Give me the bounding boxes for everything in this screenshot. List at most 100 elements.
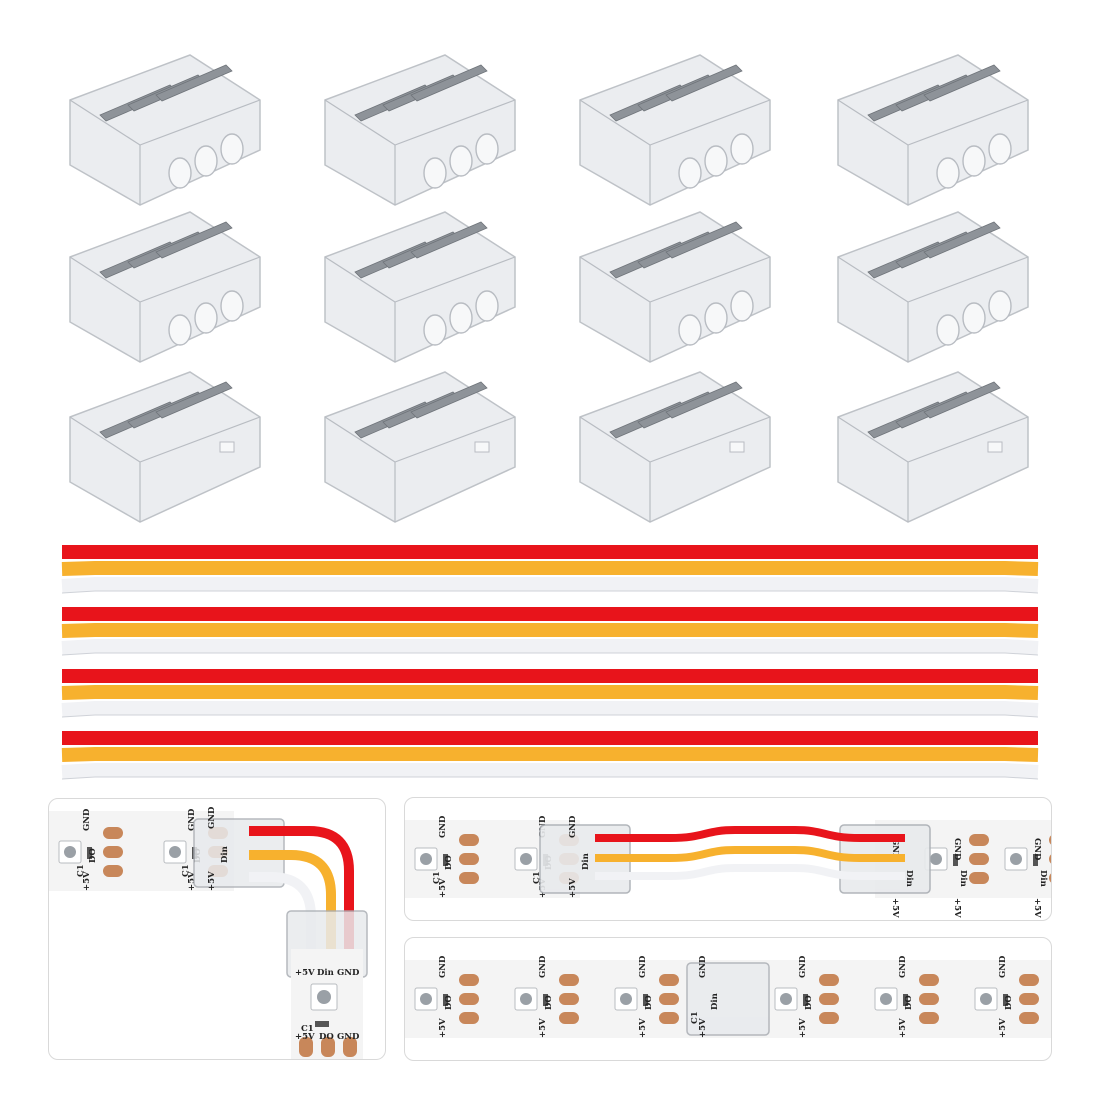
label-c1: C1 [432, 871, 442, 884]
ribbon-cable [61, 731, 1039, 780]
label-5v: +5V [82, 871, 92, 891]
straight-scene: GND+5VDOGND+5VDOGND+5VDOGND+5VDOGND+5VDO… [405, 955, 1051, 1038]
label-din: Din [581, 853, 591, 870]
capacitor [643, 994, 648, 1006]
led-lens [317, 990, 331, 1004]
capacitor [443, 854, 448, 866]
solder-pad [1019, 993, 1039, 1005]
connector-body [324, 211, 516, 363]
label-5v: +5V [207, 871, 217, 891]
connector-body [579, 371, 771, 523]
connector-cable-hole [730, 133, 754, 165]
label-do: DO [904, 995, 914, 1010]
cable-wire-edge [61, 590, 1039, 594]
connector-latch [729, 441, 745, 453]
connector-latch [987, 441, 1003, 453]
cable-wire [61, 639, 1039, 655]
connector-pin [665, 381, 743, 419]
led-lens [169, 846, 181, 858]
label-gnd: GND [207, 806, 217, 829]
connector-clip [837, 211, 1029, 363]
cable-group-svg [61, 545, 1039, 780]
capacitor [87, 847, 92, 859]
connector-cable-hole [936, 314, 960, 346]
connector-body [69, 371, 261, 523]
label-din: Din [317, 968, 334, 978]
label-gnd: GND [952, 838, 962, 861]
label-gnd: GND [438, 815, 448, 838]
strip-pixel [874, 974, 939, 1024]
connector-cable-hole [194, 145, 218, 177]
connector-body [324, 54, 516, 206]
label-do: DO [319, 1032, 334, 1042]
led-lens [980, 993, 992, 1005]
connector-cable-hole [220, 290, 244, 322]
solder-pad [819, 1012, 839, 1024]
connector-pin [923, 221, 1001, 259]
connector-cable-hole [962, 145, 986, 177]
gap-jumper-scene: GND+5VDOC1GND+5VDOC1GND+5VDinGND+5VDinGN… [405, 815, 1051, 918]
label-gnd: GND [1032, 838, 1042, 861]
cable-wire-edge [61, 776, 1039, 780]
label-5v: +5V [998, 1018, 1008, 1038]
connector-cable-hole [962, 302, 986, 334]
connector-pin [923, 64, 1001, 102]
connector-clip [837, 371, 1029, 523]
solder-pad [919, 993, 939, 1005]
led-lens [930, 853, 942, 865]
connector-cable-hole [988, 133, 1012, 165]
label-do: DO [1004, 995, 1014, 1010]
jumper-wire [249, 826, 354, 969]
label-gnd: GND [698, 955, 708, 978]
connector-body [837, 211, 1029, 363]
solder-pad [969, 872, 989, 884]
connector-body [324, 371, 516, 523]
connector-cable-hole [704, 145, 728, 177]
label-5v: +5V [438, 1018, 448, 1038]
led-lens [520, 853, 532, 865]
solder-pad [459, 1012, 479, 1024]
jumper-wire [595, 864, 905, 880]
cable-group [0, 540, 1100, 790]
label-c1: C1 [76, 864, 86, 877]
connector-clip [579, 211, 771, 363]
connector-pin [155, 381, 233, 419]
label-5v: +5V [295, 968, 315, 978]
connector-cable-hole [194, 302, 218, 334]
solder-pad [819, 974, 839, 986]
solder-pad [1049, 854, 1051, 864]
cable-wire [61, 623, 1039, 638]
capacitor [803, 994, 808, 1006]
strip-pixel [299, 983, 357, 1057]
capacitor [315, 1021, 329, 1027]
label-din: Din [958, 870, 968, 887]
connector-body [837, 54, 1029, 206]
strip-pixel [514, 974, 579, 1024]
solder-pad [103, 865, 123, 877]
connector-grid-svg [69, 54, 1029, 523]
connector-clip [579, 371, 771, 523]
capacitor [1033, 854, 1038, 866]
led-lens [520, 993, 532, 1005]
label-5v: +5V [638, 1018, 648, 1038]
capacitor [543, 994, 548, 1006]
led-lens [780, 993, 792, 1005]
strip-pixel [614, 974, 679, 1024]
connector-cable-hole [988, 290, 1012, 322]
solder-pad [659, 993, 679, 1005]
connector-clip [686, 962, 770, 1036]
solder-pad [103, 827, 123, 839]
solder-pad [559, 993, 579, 1005]
solder-pad [819, 993, 839, 1005]
connector-clip [579, 54, 771, 206]
solder-pad [659, 1012, 679, 1024]
solder-pad [559, 1012, 579, 1024]
connector-clip [69, 211, 261, 363]
connector-clip [837, 54, 1029, 206]
connector-pin [155, 64, 233, 102]
label-c1: C1 [690, 1011, 700, 1024]
solder-pad [459, 853, 479, 865]
connector-clip [324, 211, 516, 363]
connector-cable-hole [678, 314, 702, 346]
connector-cable-hole [449, 145, 473, 177]
